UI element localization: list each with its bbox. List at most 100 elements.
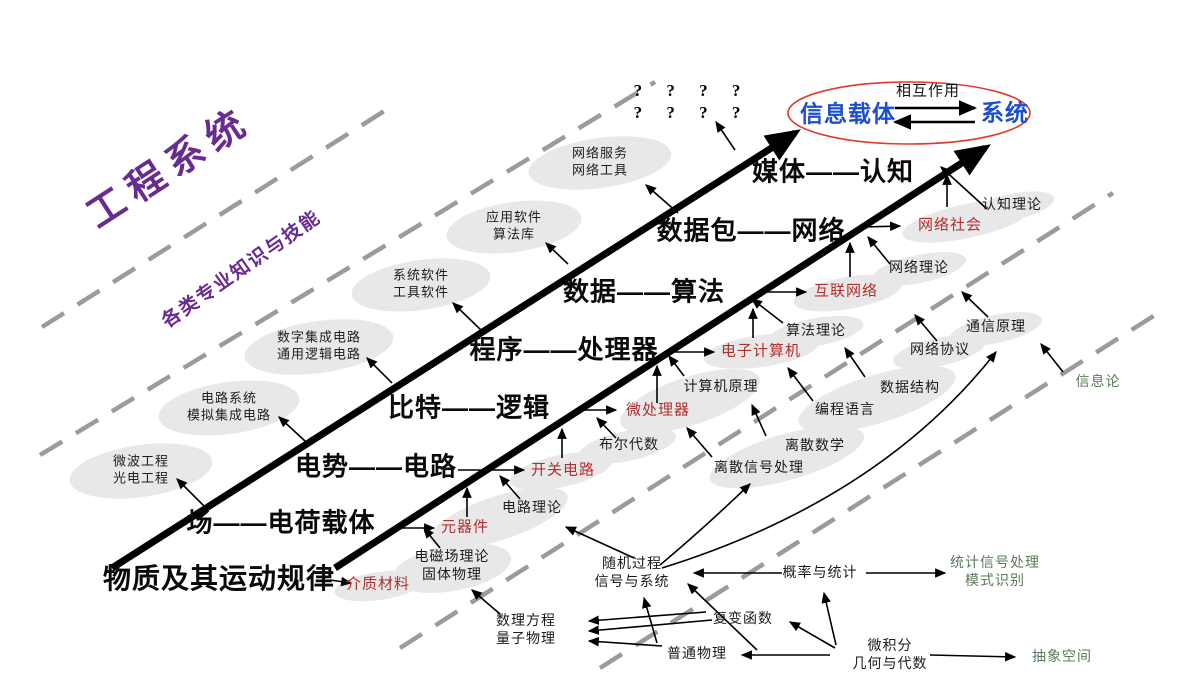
relation-arrow: [929, 651, 1017, 662]
relation-arrow: [668, 354, 685, 377]
node-digital-ic: 数字集成电路 通用逻辑电路: [276, 329, 362, 361]
relation-arrow-curved: [661, 350, 997, 569]
relation-arrow: [788, 621, 836, 649]
dashed-separator-line: [40, 101, 399, 329]
interaction-label: 相互作用: [895, 83, 961, 100]
relation-arrow: [366, 357, 393, 384]
node-computer-principles: 计算机原理: [683, 380, 759, 396]
node-ellipse: [709, 425, 865, 489]
node-general-physics: 普通物理: [667, 647, 727, 663]
node-network-society: 网络社会: [917, 217, 983, 234]
node-computer: 电子计算机: [720, 343, 802, 360]
relation-arrow: [587, 619, 713, 635]
dashed-separator-line: [598, 313, 1157, 670]
node-system-software: 系统软件 工具软件: [392, 267, 450, 299]
relation-arrow: [278, 416, 306, 442]
info-carrier-label: 信息载体: [800, 100, 896, 127]
relation-arrow: [176, 478, 206, 508]
node-switching-circuit: 开关电路: [530, 462, 596, 479]
node-complex-functions: 复变函数: [713, 612, 773, 628]
layer-media-cognition: 媒体——认知: [751, 156, 915, 187]
node-circuit-theory: 电路理论: [502, 501, 562, 517]
relation-arrow: [587, 611, 707, 626]
node-dielectric-materials: 介质材料: [345, 576, 411, 593]
dashed-separator-line: [398, 191, 1115, 650]
node-ellipse: [334, 570, 424, 602]
layer-matter: 物质及其运动规律: [102, 563, 336, 595]
node-internet: 互联网络: [813, 283, 879, 300]
node-algorithm-theory: 算法理论: [786, 324, 846, 340]
node-ellipse: [528, 136, 672, 190]
node-ellipse: [244, 319, 394, 375]
relation-arrow: [596, 417, 617, 439]
relation-arrow: [452, 302, 483, 332]
layer-potential-circuit: 电势——电路: [294, 451, 458, 482]
node-communication-principles: 通信原理: [966, 320, 1026, 336]
node-ellipse: [446, 200, 582, 254]
node-programming-languages: 编程语言: [815, 403, 875, 419]
node-data-structures: 数据结构: [880, 381, 940, 397]
relation-arrow: [750, 298, 784, 324]
relation-arrow: [545, 242, 569, 265]
node-microwave-eng: 微波工程 光电工程: [112, 453, 170, 485]
node-app-software: 应用软件 算法库: [485, 209, 543, 241]
node-probability-statistics: 概率与统计: [782, 566, 858, 582]
node-ellipse: [902, 199, 1032, 243]
relation-arrow: [687, 583, 758, 651]
node-circuit-systems: 电路系统 模拟集成电路: [186, 390, 272, 422]
node-cognitive-theory: 认知理论: [982, 198, 1042, 214]
node-ellipse: [703, 333, 819, 369]
relation-arrow: [686, 427, 713, 458]
question-marks-row2: ? ? ? ?: [633, 103, 751, 123]
layer-field-charge: 场——电荷载体: [186, 507, 376, 538]
relation-arrow: [751, 403, 767, 437]
node-ellipse: [158, 380, 300, 436]
system-label: 系统: [981, 99, 1029, 126]
layer-bit-logic: 比特——逻辑: [387, 392, 551, 423]
node-ellipse: [798, 365, 956, 433]
dashed-separator-line: [38, 80, 657, 457]
relation-arrow: [329, 576, 353, 587]
highlight-ellipse: [787, 81, 1031, 145]
node-math-physics: 数理方程 量子物理: [496, 614, 556, 647]
node-statistical-signal: 统计信号处理 模式识别: [950, 556, 1040, 589]
relation-arrow: [715, 120, 736, 151]
node-network-services: 网络服务 网络工具: [571, 145, 629, 177]
relation-arrow: [844, 346, 866, 378]
relation-arrow: [587, 636, 663, 647]
node-discrete-math: 离散数学: [785, 439, 845, 455]
node-information-theory: 信息论: [1075, 375, 1121, 391]
node-network-protocols: 网络协议: [910, 343, 970, 359]
node-ellipse: [510, 451, 612, 491]
node-ellipse: [892, 335, 986, 369]
relation-arrow: [961, 291, 989, 318]
node-ellipse: [793, 274, 903, 312]
relation-arrow: [423, 527, 441, 549]
relation-arrow: [867, 236, 891, 265]
relation-arrow: [564, 526, 635, 559]
node-em-field-theory: 电磁场理论 固体物理: [414, 550, 490, 583]
node-network-theory: 网络理论: [889, 261, 949, 277]
node-calculus-algebra: 微积分 几何与代数: [852, 639, 928, 672]
relation-arrow: [642, 596, 658, 644]
node-discrete-signal-processing: 离散信号处理: [714, 461, 804, 477]
node-boolean-algebra: 布尔代数: [599, 438, 659, 454]
node-ellipse: [351, 258, 491, 312]
relation-arrow: [471, 589, 501, 615]
main-axis-arrow: [110, 129, 801, 571]
node-components: 元器件: [440, 519, 490, 536]
relation-arrow: [821, 591, 837, 646]
relation-arrow-curved: [659, 483, 751, 566]
relation-arrow: [787, 366, 814, 402]
relation-arrow: [499, 475, 521, 500]
relation-arrow: [914, 314, 938, 342]
node-ellipse: [430, 487, 568, 549]
layer-data-algorithm: 数据——算法: [562, 276, 726, 307]
node-ellipse: [620, 368, 760, 434]
layer-packet-network: 数据包——网络: [656, 215, 846, 246]
node-abstract-space: 抽象空间: [1032, 650, 1092, 666]
node-stochastic-signals: 随机过程 信号与系统: [594, 557, 670, 590]
question-marks-row1: ? ? ? ?: [633, 81, 751, 101]
layer-program-processor: 程序——处理器: [469, 334, 659, 365]
